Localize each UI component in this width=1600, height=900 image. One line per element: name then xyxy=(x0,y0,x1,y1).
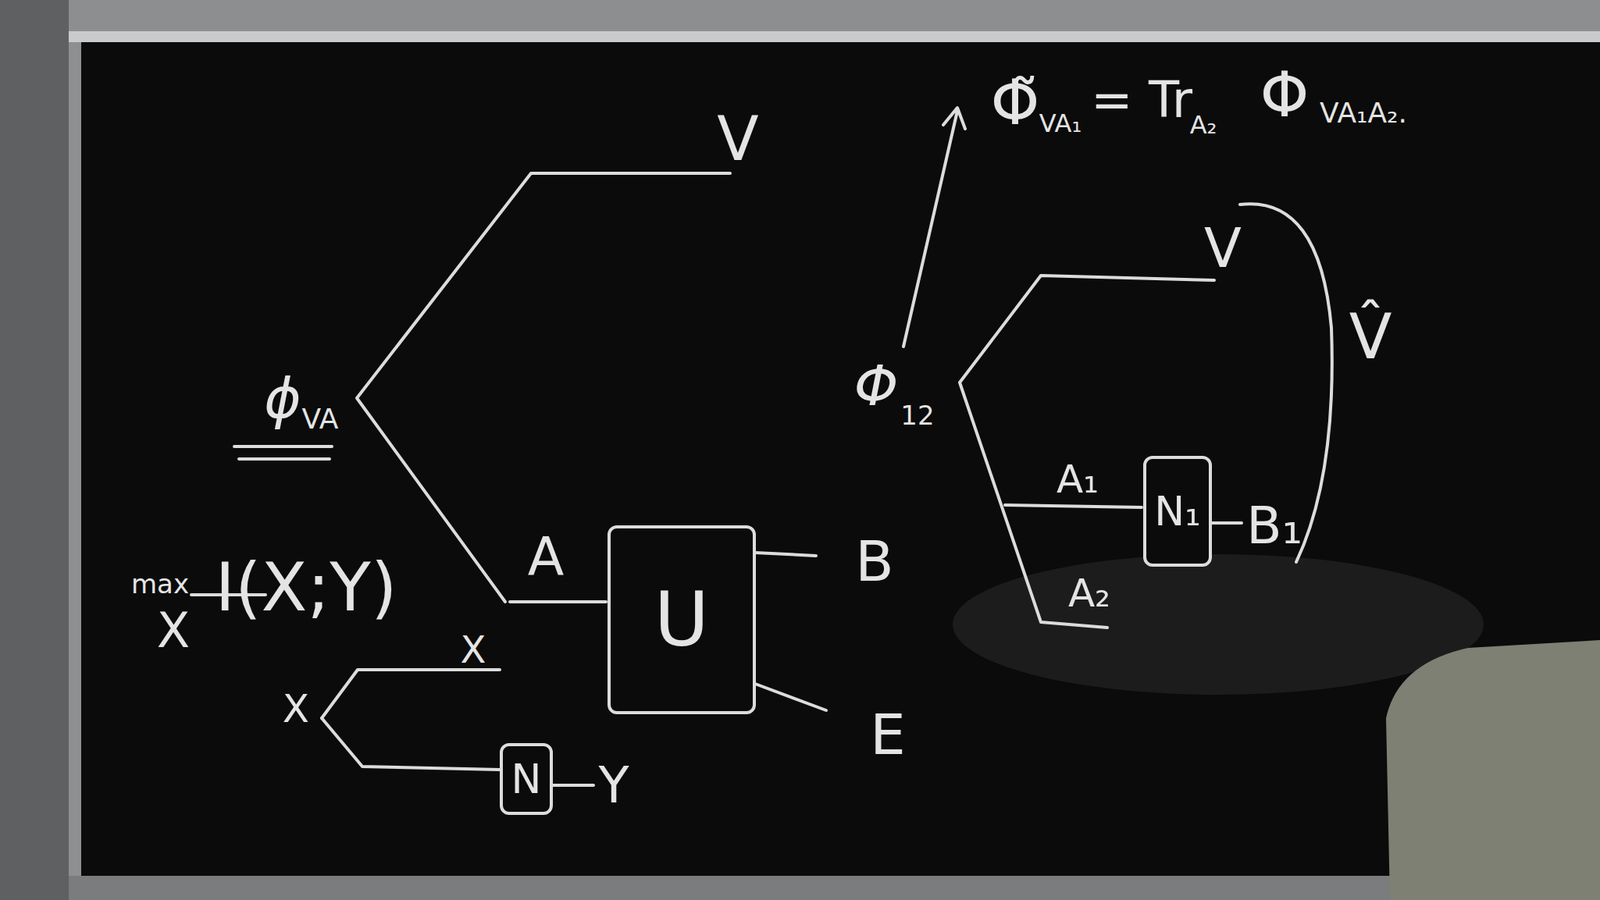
wire xyxy=(1004,505,1142,508)
chalk-label: I(X;Y) xyxy=(215,553,398,621)
lecturer xyxy=(1386,640,1600,900)
channel-box: U xyxy=(607,525,756,715)
chalk-label: X xyxy=(460,630,487,669)
chalk-label: Y xyxy=(598,760,629,811)
chalk-label: V xyxy=(1204,220,1242,276)
chalk-label: A₁ xyxy=(1056,459,1099,499)
box-label: U xyxy=(654,582,710,658)
channel-box: N xyxy=(499,743,553,816)
chalk-label: = Tr xyxy=(1090,74,1193,125)
box-label: N xyxy=(511,759,542,800)
chalk-label: B₁ xyxy=(1246,500,1303,553)
chalk-tray xyxy=(68,876,1600,900)
underline xyxy=(234,446,332,460)
board-frame xyxy=(68,0,82,900)
channel-box: N₁ xyxy=(1143,456,1212,567)
chalk-label: Φ xyxy=(1260,64,1310,127)
chalk-label: B xyxy=(855,533,894,590)
chalk-label: VA₁A₂. xyxy=(1319,99,1408,128)
chalk-label: VA₁ xyxy=(1039,110,1083,136)
wire xyxy=(755,552,817,556)
box-label: N₁ xyxy=(1154,491,1201,532)
board-frame xyxy=(68,31,1600,43)
wire xyxy=(552,783,594,788)
wire xyxy=(321,669,500,719)
eraser-smudge xyxy=(952,554,1484,695)
wire xyxy=(959,275,1215,628)
chalk-label: X xyxy=(282,689,310,729)
chalk-label: V̂ xyxy=(1349,306,1393,369)
brace xyxy=(1240,203,1333,563)
chalk-label: 12 xyxy=(900,402,934,429)
chalk-wires xyxy=(191,107,1333,786)
chalk-label: max xyxy=(131,570,189,598)
chalk-label: E xyxy=(869,706,906,763)
chalk-label: V xyxy=(716,108,759,170)
chalk-label: Φ̃ xyxy=(990,71,1041,135)
map-rail xyxy=(68,0,1600,32)
chalk-label: X xyxy=(156,606,190,656)
chalk-label: A₂ xyxy=(1190,112,1218,138)
wall xyxy=(0,0,79,900)
wire xyxy=(1211,521,1242,525)
chalk-label: A₂ xyxy=(1068,573,1111,613)
wire xyxy=(755,684,827,711)
chalk-label: A xyxy=(527,530,565,585)
chalk-label: Φ xyxy=(854,357,899,414)
wire xyxy=(509,600,606,604)
chalk-label: VA xyxy=(302,405,339,434)
wire xyxy=(321,718,500,770)
arrow xyxy=(903,107,966,347)
chalk-label: ϕ xyxy=(263,370,302,427)
